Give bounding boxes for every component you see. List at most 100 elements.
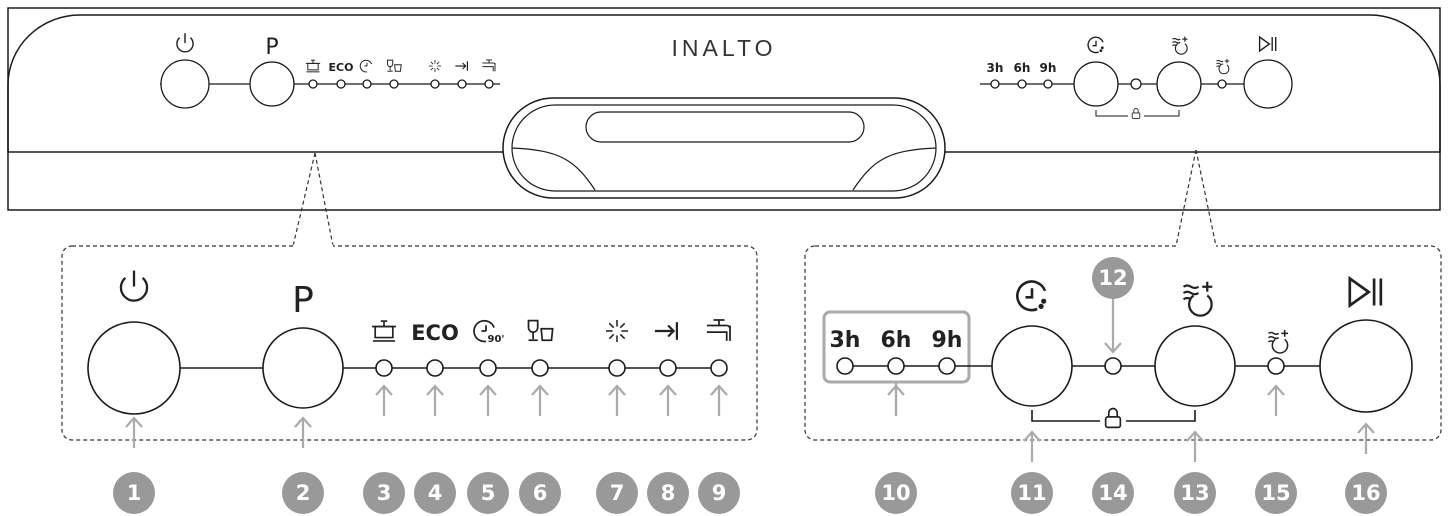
top-program-label: P [265,35,278,60]
callout-13: 13 [1174,472,1216,514]
glass-icon [527,319,554,342]
left-detail-box [61,245,758,441]
top-3h-label: 3h [987,61,1004,75]
extra-dry-button[interactable] [1154,325,1236,407]
eco-led [426,359,444,377]
callout-circle [519,472,561,514]
callout-8: 8 [647,472,689,514]
callout-arrows-left [124,384,729,450]
callout-number: 13 [1180,481,1209,505]
callout-number: 10 [881,481,910,505]
water-tap-led [710,359,728,377]
tap-icon [706,319,731,342]
right-detail-box [804,245,1442,441]
start-pause-button[interactable] [1319,319,1413,413]
top-extra-dry-button[interactable] [1156,61,1202,107]
program-button[interactable] [262,327,344,409]
program-label: P [292,280,314,321]
top-led [430,79,440,89]
callout-circle [363,472,405,514]
rinse-aid-led [608,359,626,377]
label-6h: 6h [881,328,912,353]
handle-grip [585,111,865,143]
top-led [1217,79,1227,89]
callout-number: 14 [1098,481,1127,505]
callout-3: 3 [363,472,405,514]
label-3h: 3h [830,328,861,353]
callout-14: 14 [1092,472,1134,514]
callout-5: 5 [467,472,509,514]
play-pause-icon [1348,277,1383,307]
callout-9: 9 [698,472,740,514]
callout-number: 15 [1261,481,1290,505]
delay-start-button[interactable] [991,325,1073,407]
callout-arrows-right [886,296,1376,464]
callout-circle [1174,472,1216,514]
callout-15: 15 [1255,472,1297,514]
top-led [336,79,346,89]
callout-circle [414,472,456,514]
callout-4: 4 [414,472,456,514]
callout-1: 1 [113,472,155,514]
callout-circle [596,472,638,514]
power-button[interactable] [87,321,181,415]
callout-circle [1092,257,1134,299]
callout-16: 16 [1345,472,1387,514]
callout-circle [647,472,689,514]
callout-circle [113,472,155,514]
callout-number: 7 [610,481,625,505]
callout-number: 5 [481,481,496,505]
led-9h [938,357,956,375]
top-led [308,79,318,89]
glass-led [531,359,549,377]
arrow-bar-icon [653,321,679,341]
top-program-button[interactable] [249,61,295,107]
callout-number: 16 [1351,481,1380,505]
extra-dry-indicator-icon [1267,329,1289,354]
callout-circle [1011,472,1053,514]
callout-number: 4 [428,481,443,505]
pot-icon [371,320,397,342]
callout-11: 11 [1011,472,1053,514]
top-led [457,79,467,89]
callout-circle [1345,472,1387,514]
callout-number: 6 [533,481,548,505]
callout-number: 3 [377,481,392,505]
top-led [990,79,1000,89]
led-3h [836,357,854,375]
eco-label: ECO [411,321,459,345]
extra-dry-led [1267,357,1285,375]
top-led [362,79,372,89]
callout-circle [467,472,509,514]
top-led [1130,78,1142,90]
top-eco-label: ECO [329,61,354,74]
top-delay-button[interactable] [1073,61,1119,107]
pots-pans-led [375,359,393,377]
callout-circle [698,472,740,514]
callout-number: 1 [127,481,142,505]
callout-number: 12 [1098,266,1127,290]
top-start-button[interactable] [1243,59,1293,109]
top-led [484,79,494,89]
door-handle-outer [502,97,946,199]
salt-led [659,359,677,377]
callout-number: 8 [661,481,676,505]
extra-dry-icon [1182,280,1214,317]
led-6h [887,357,905,375]
panel-strip [7,14,1441,153]
callout-circle [875,472,917,514]
clock-icon [1016,280,1047,312]
label-9h: 9h [932,328,963,353]
lock-icon [1104,407,1122,429]
sparkle-icon [605,319,629,343]
callout-10: 10 [875,472,917,514]
callout-2: 2 [282,472,324,514]
callout-6: 6 [519,472,561,514]
callout-number: 9 [712,481,727,505]
callout-circle [1092,472,1134,514]
top-power-button[interactable] [160,59,210,109]
callout-number: 11 [1017,481,1046,505]
top-9h-label: 9h [1040,61,1057,75]
